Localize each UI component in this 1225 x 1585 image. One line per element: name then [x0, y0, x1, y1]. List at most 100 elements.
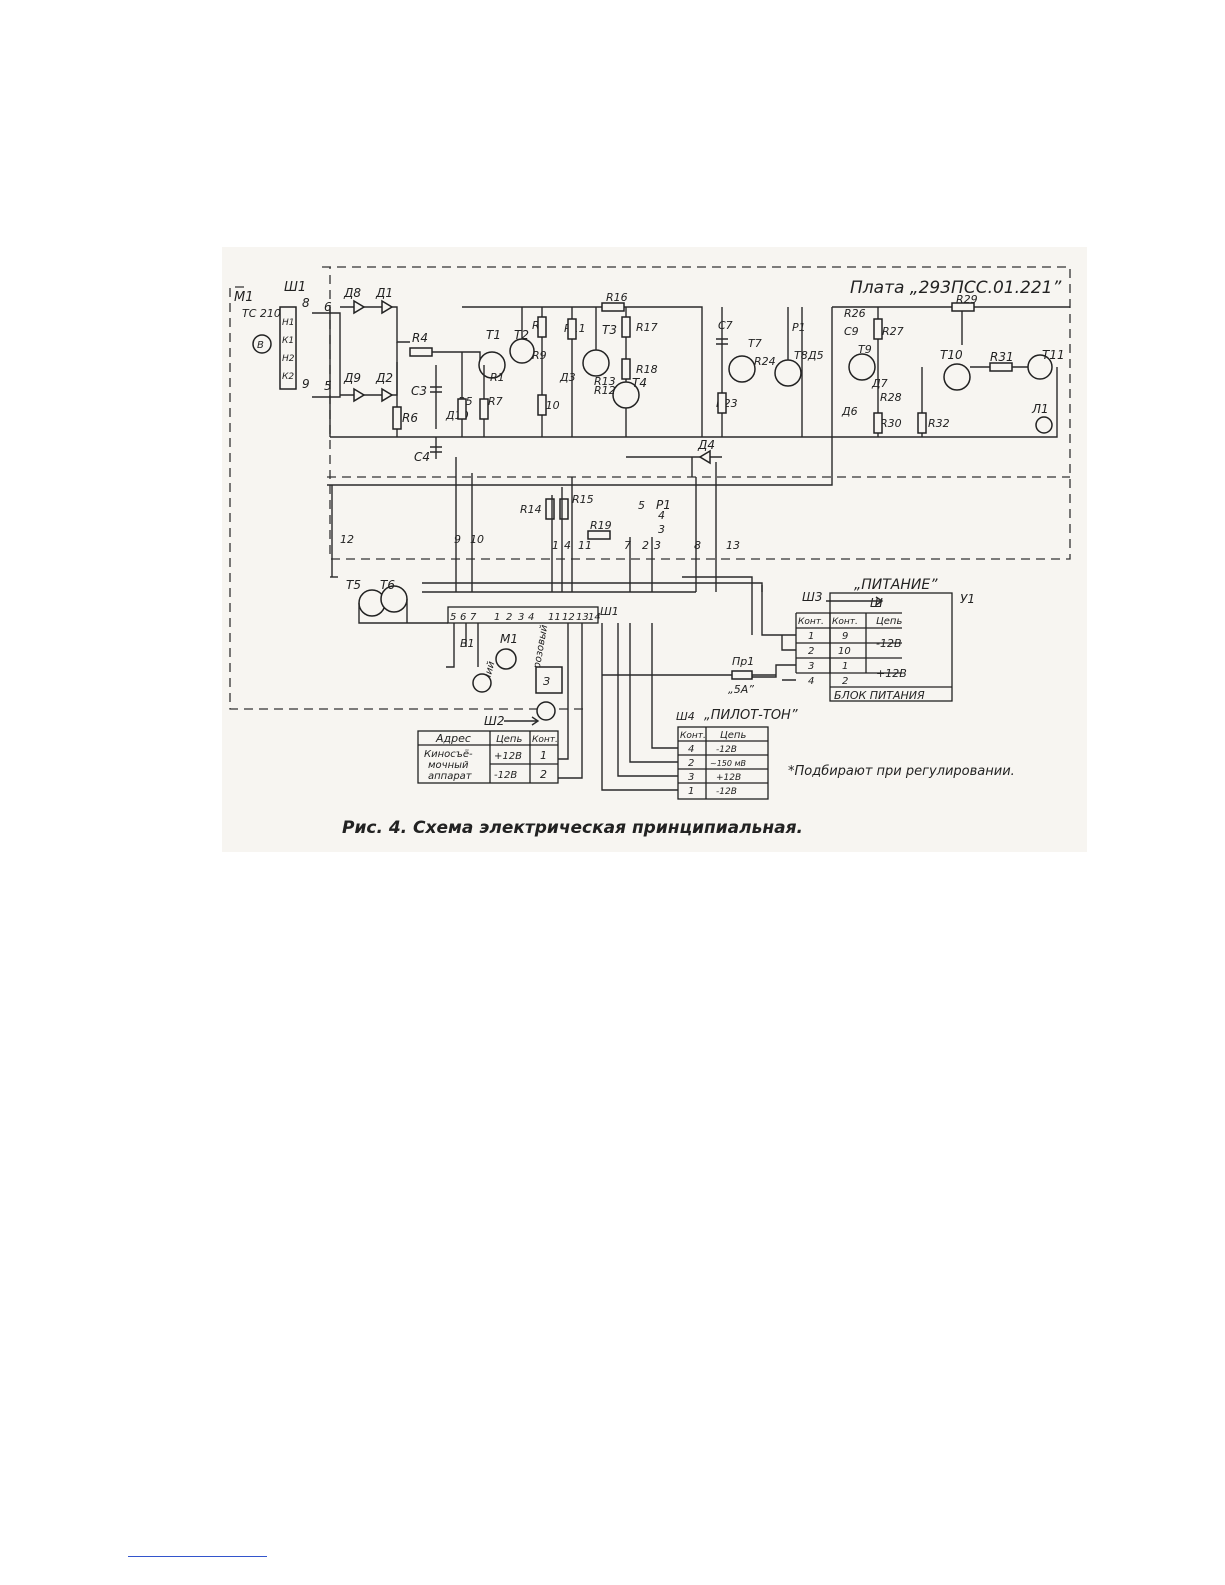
resistor-r24: R24 — [754, 355, 776, 368]
svg-text:7: 7 — [624, 539, 631, 552]
svg-text:+12В: +12В — [876, 667, 907, 680]
resistor-r9: R9 — [532, 349, 547, 362]
svg-text:12: 12 — [340, 533, 354, 546]
diode-d4-symbol — [698, 449, 711, 465]
resistor-r27: R27 — [882, 325, 904, 338]
svg-text:Конт.: Конт. — [532, 735, 558, 745]
diode-d7: Д7 — [871, 377, 888, 390]
svg-text:мочный: мочный — [428, 760, 469, 771]
resistor-r12: R12 — [594, 384, 616, 397]
circuit-diagram: Плата „293ПСС.01.221” М1 ТС 210 В Н1 К1 … — [229, 266, 1071, 838]
svg-text:9: 9 — [454, 533, 461, 546]
winding-z — [535, 666, 563, 694]
capacitor-c4: С4 — [414, 450, 430, 464]
pin-8: 8 — [302, 296, 310, 310]
resistor-r15: R15 — [572, 493, 594, 506]
capstan-1 — [472, 673, 492, 693]
diode-d8: Д8 — [343, 286, 361, 300]
unit-u1: У1 — [960, 592, 975, 606]
resistor-r1: R1 — [490, 371, 505, 384]
diode-d6: Д6 — [841, 405, 858, 418]
resistor-r19: R19 — [590, 519, 612, 532]
svg-text:Конт.: Конт. — [832, 617, 858, 627]
relay-p1: Р1 — [792, 321, 806, 334]
svg-text:Адрес: Адрес — [435, 732, 471, 745]
svg-text:10: 10 — [838, 646, 851, 657]
connector-sh3: Ш3 — [802, 590, 822, 604]
svg-text:Т3: Т3 — [602, 323, 617, 337]
switch-b1: В1 — [460, 637, 475, 650]
svg-text:В: В — [257, 340, 264, 351]
diode-d2: Д2 — [375, 371, 393, 385]
svg-text:4: 4 — [528, 612, 534, 623]
svg-text:4: 4 — [808, 676, 814, 687]
svg-text:Конт.: Конт. — [680, 731, 706, 741]
svg-text:11: 11 — [548, 612, 561, 623]
svg-text:3: 3 — [658, 523, 665, 536]
resistor-r32: R32 — [928, 417, 950, 430]
transistor-t8 — [774, 359, 802, 387]
svg-text:2: 2 — [842, 676, 848, 687]
winding-n2: Н2 — [282, 354, 295, 364]
pin-5: 5 — [324, 379, 332, 393]
capacitor-c7: С7 — [718, 319, 733, 332]
svg-text:3: 3 — [654, 539, 661, 552]
transistor-t10 — [943, 363, 971, 391]
resistor-r4: R4 — [412, 331, 428, 345]
diode-d3: Д3 — [559, 371, 576, 384]
svg-text:-12В: -12В — [876, 637, 902, 650]
connector-sh2: Ш2 — [484, 714, 504, 728]
resistor-r6: R6 — [402, 411, 418, 425]
svg-text:6: 6 — [460, 612, 466, 623]
svg-text:Т8: Т8 — [794, 349, 808, 362]
resistor-r7: R7 — [488, 395, 503, 408]
svg-text:1: 1 — [842, 661, 848, 672]
resistor-r4-body — [409, 347, 433, 357]
svg-text:Т9: Т9 — [858, 343, 872, 356]
svg-text:2: 2 — [642, 539, 649, 552]
transistor-t1 — [478, 351, 506, 379]
svg-text:4: 4 — [564, 539, 571, 552]
svg-text:4: 4 — [658, 509, 665, 522]
bridge-diodes — [353, 299, 394, 403]
svg-text:9: 9 — [842, 631, 848, 642]
svg-text:+12В: +12В — [716, 773, 741, 783]
footnote-rule — [128, 1556, 267, 1557]
resistor-r30: R30 — [880, 417, 902, 430]
svg-text:4: 4 — [688, 744, 694, 755]
power-table: Конт. Конт. Цепь 1 9 2 10 -12В 3 1 4 2 +… — [795, 592, 953, 702]
svg-text:БЛОК ПИТАНИЯ: БЛОК ПИТАНИЯ — [834, 689, 925, 702]
connector-sh1-bottom: Ш1 — [600, 605, 619, 618]
fuse-pr1: Пр1 — [732, 655, 754, 668]
resistor-r28: R28 — [880, 391, 902, 404]
lamp-l1 — [1035, 416, 1053, 434]
svg-text:8: 8 — [694, 539, 701, 552]
figure-caption: Рис. 4. Схема электрическая принципиальн… — [342, 818, 803, 838]
resistor-r16: R16 — [606, 291, 628, 304]
svg-text:2: 2 — [540, 768, 547, 781]
svg-text:Киносъё-: Киносъё- — [424, 749, 473, 760]
pilot-title: „ПИЛОТ-ТОН” — [704, 708, 798, 723]
svg-text:Т5: Т5 — [346, 578, 361, 592]
winding-k2: К2 — [282, 372, 294, 382]
resistor-r26: R26 — [844, 307, 866, 320]
svg-text:-12В: -12В — [716, 787, 737, 797]
bus-pin-numbers: 12 9 10 1 4 11 7 2 3 5 4 3 8 13 — [340, 499, 740, 552]
svg-text:З: З — [543, 675, 550, 688]
capacitor-c3: С3 — [411, 384, 427, 398]
svg-text:М1: М1 — [500, 632, 518, 646]
transistor-t3 — [582, 349, 610, 377]
resistor-r13: R13 — [594, 375, 616, 388]
footnote: *Подбирают при регулировании. — [788, 764, 1015, 779]
sh1-pins: 5 6 7 1 2 3 4 11 12 13 14 — [450, 612, 601, 623]
board-title: Плата „293ПСС.01.221” — [850, 278, 1061, 298]
diode-d5: Д5 — [807, 349, 824, 362]
address-table: Адрес Цепь Конт. Киносъё- мочный аппарат… — [417, 730, 559, 784]
svg-text:5: 5 — [450, 612, 456, 623]
svg-text:12: 12 — [562, 612, 575, 623]
connector-sh4: Ш4 — [676, 710, 695, 723]
fuse-rating: „5А” — [728, 683, 754, 696]
svg-text:3: 3 — [808, 661, 814, 672]
svg-text:Конт.: Конт. — [798, 617, 824, 627]
capstan-2 — [536, 701, 556, 721]
